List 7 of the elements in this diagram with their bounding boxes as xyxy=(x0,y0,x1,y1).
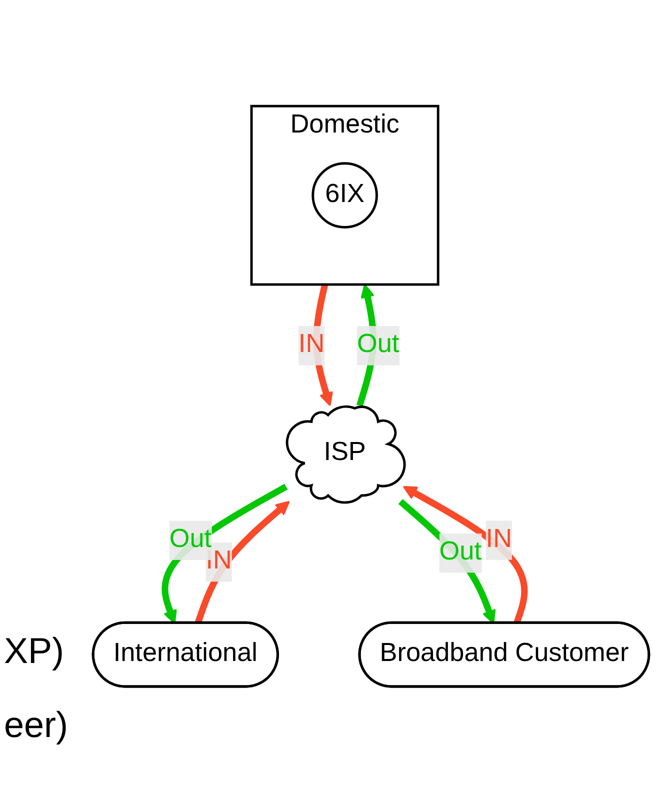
edge-label: IN xyxy=(486,525,512,554)
edge-label: IN xyxy=(298,330,325,359)
edge-label: Out xyxy=(356,330,400,359)
slide-text: XP) xyxy=(4,630,66,672)
edge-label: Out xyxy=(439,538,482,566)
node-circle: 6IX xyxy=(312,162,378,228)
slide-text: eer) xyxy=(4,704,70,746)
